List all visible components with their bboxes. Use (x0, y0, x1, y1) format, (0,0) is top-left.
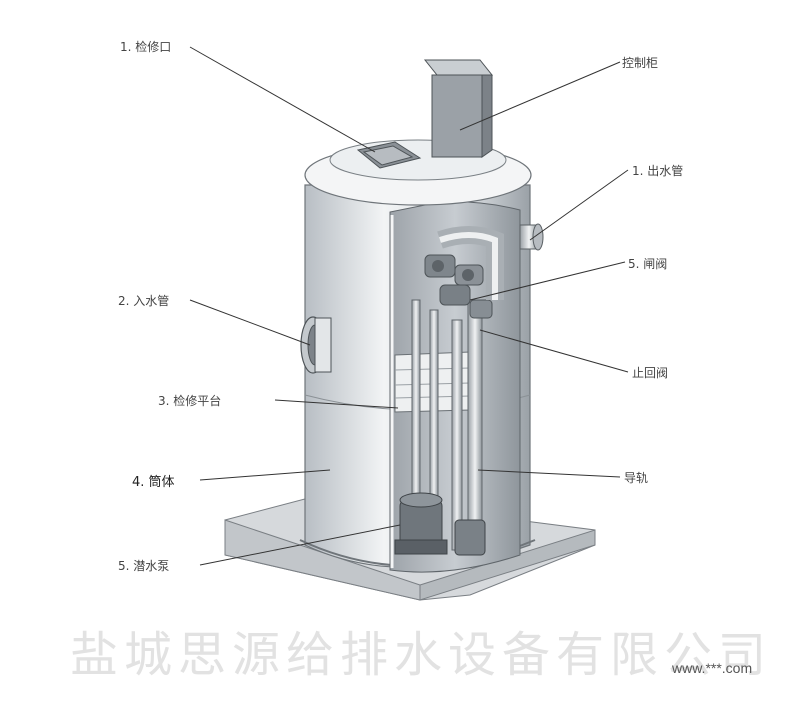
valve-cluster (424, 254, 493, 319)
label-check-valve: 止回阀 (632, 366, 669, 380)
leader-service-platform (274, 399, 399, 409)
label-valve: 5. 闸阀 (628, 257, 668, 271)
label-submersible-pump: 5. 潜水泵 (118, 559, 170, 573)
outlet-pipe (519, 223, 544, 251)
label-barrel: 4. 筒体 (132, 475, 175, 490)
leader-lines (189, 46, 629, 566)
company-name: 盐城思源给排水设备有限公司 (70, 627, 773, 683)
website-link: www.***.com (672, 660, 753, 676)
inlet-pipe (300, 316, 332, 374)
leader-inspection-port (189, 46, 376, 153)
leader-submersible-pump (199, 524, 401, 566)
label-inspection-port: 1. 检修口 (120, 40, 172, 54)
control-cabinet (423, 59, 494, 158)
tank-top (304, 59, 532, 206)
label-control-cabinet: 控制柜 (622, 56, 659, 70)
guide-rail (467, 299, 483, 551)
leader-outlet-pipe (529, 169, 629, 241)
label-service-platform: 3. 检修平台 (158, 394, 222, 408)
label-inlet-pipe: 2. 入水管 (118, 294, 170, 308)
leader-check-valve (479, 329, 629, 373)
submersible-pump (394, 492, 486, 556)
label-guide-rail: 导轨 (624, 471, 649, 485)
leader-guide-rail (477, 469, 621, 478)
leader-barrel (199, 469, 331, 481)
tank-cutaway (389, 201, 521, 573)
leader-inlet-pipe (189, 299, 311, 346)
leader-control-cabinet (459, 61, 621, 131)
leader-valve (469, 261, 626, 301)
label-outlet-pipe: 1. 出水管 (632, 164, 684, 178)
